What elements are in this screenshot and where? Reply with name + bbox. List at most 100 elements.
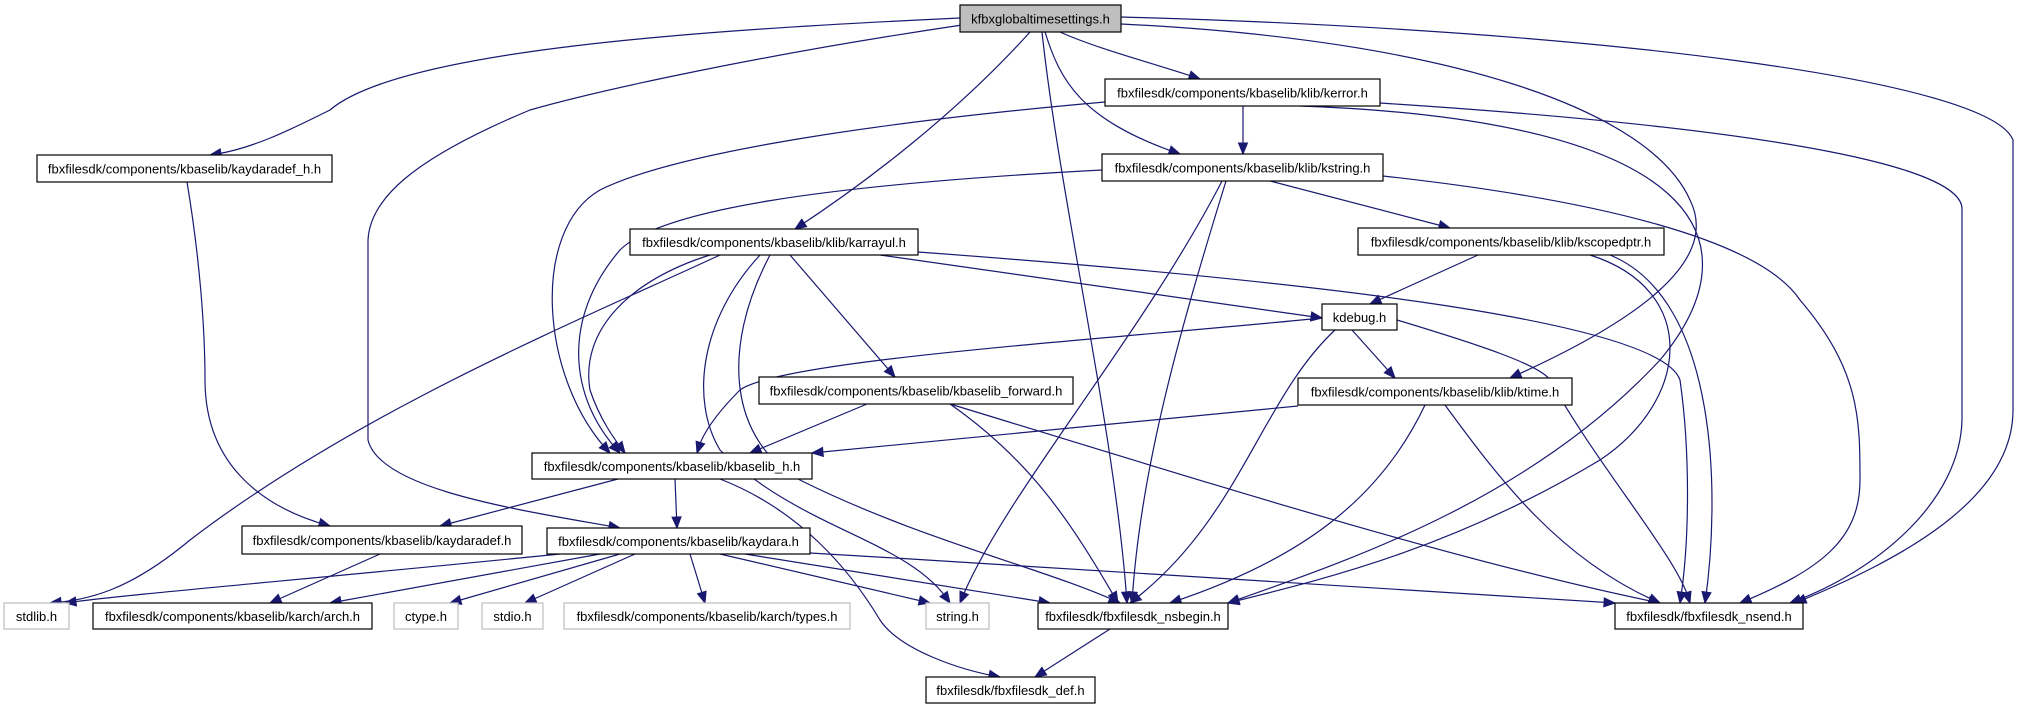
edge-ktime-to-kbaselib_h [810,405,1299,458]
edge-line [749,403,868,454]
node-kaydara[interactable]: fbxfilesdk/components/kbaselib/kaydara.h [546,527,811,555]
edge-kaydara-to-nsend [809,552,1617,608]
edge-line [186,181,331,527]
edge-line [789,254,896,378]
node-def[interactable]: fbxfilesdk/fbxfilesdk_def.h [925,676,1096,704]
node-box [393,602,459,630]
arrowhead-icon [1033,666,1048,678]
edge-line [209,17,961,156]
edge-line [1379,102,1963,604]
node-box [546,527,811,555]
node-ctype[interactable]: ctype.h [393,602,459,630]
node-box [563,602,851,630]
node-kscopedptr[interactable]: fbxfilesdk/components/kbaselib/klib/ksco… [1357,227,1665,256]
node-box [758,376,1074,405]
node-label: fbxfilesdk/components/kbaselib/kbaselib_… [544,459,801,474]
node-box [1614,602,1804,630]
edge-kaydara-to-nsbegin [744,553,1052,607]
edge-line [1609,254,1713,604]
arrowhead-icon [1167,145,1182,156]
edge-line [1129,329,1336,604]
edge-kstring-to-kbaselib_h [578,169,1103,454]
arrowhead-icon [695,440,706,455]
node-box [1101,153,1384,182]
node-kstring[interactable]: fbxfilesdk/components/kbaselib/klib/kstr… [1101,153,1384,182]
edge-line [551,101,1106,454]
edge-line [1059,31,1201,80]
edge-kscopedptr-to-kdebug [1368,254,1479,305]
edge-kbaselib_h-to-kaydaradef [438,478,619,529]
edge-kaydara-to-ctype [448,553,621,605]
node-karrayul[interactable]: fbxfilesdk/components/kbaselib/klib/karr… [629,228,919,256]
node-box [1037,602,1229,630]
edge-kaydara-to-arch [328,553,601,607]
arrowhead-icon [613,440,626,455]
node-box [925,676,1096,704]
node-types[interactable]: fbxfilesdk/components/kbaselib/karch/typ… [563,602,851,630]
node-label: ctype.h [405,609,447,624]
node-label: fbxfilesdk/components/kbaselib/klib/ktim… [1311,385,1560,400]
arrowhead-icon [939,590,951,605]
arrowhead-icon [523,593,538,604]
edge-line [588,254,711,454]
arrowhead-icon [1107,590,1119,605]
node-kbaselib_h[interactable]: fbxfilesdk/components/kbaselib/kbaselib_… [531,452,813,480]
edge-line [367,24,963,529]
edge-line [809,552,1616,604]
arrowhead-icon [1383,365,1396,379]
arrowhead-icon [883,364,896,379]
edge-line [744,553,1051,604]
edge-kaydara-to-stdlib [63,553,561,607]
node-box [959,4,1122,33]
node-nsbegin[interactable]: fbxfilesdk/fbxfilesdk_nsbegin.h [1037,602,1229,630]
edge-line [959,180,1223,604]
edge-line [1169,404,1426,604]
arrowhead-icon [793,218,808,230]
edge-karrayul-to-kdebug [879,254,1324,322]
edge-line [1044,31,1181,155]
edge-root-to-ktime [1120,23,1697,379]
node-label: fbxfilesdk/components/kbaselib/kaydarade… [253,533,512,548]
edge-kbaselib_forward-to-kbaselib_h [748,403,868,454]
edge-kerror-to-kbaselib_h [551,101,1106,454]
node-kbaselib_forward[interactable]: fbxfilesdk/components/kbaselib/kbaselib_… [758,376,1074,405]
node-label: fbxfilesdk/fbxfilesdk_nsend.h [1626,609,1791,624]
node-stdio[interactable]: stdio.h [481,602,544,630]
node-ktime[interactable]: fbxfilesdk/components/kbaselib/klib/ktim… [1297,377,1573,406]
node-kaydaradef[interactable]: fbxfilesdk/components/kbaselib/kaydarade… [241,525,523,555]
node-box [36,154,333,183]
node-kaydaradef_h[interactable]: fbxfilesdk/components/kbaselib/kaydarade… [36,154,333,183]
node-label: stdio.h [493,609,531,624]
node-kerror[interactable]: fbxfilesdk/components/kbaselib/klib/kerr… [1104,78,1381,107]
node-label: kfbxglobaltimesettings.h [971,12,1110,27]
edge-ktime-to-nsend [1444,404,1662,604]
node-root[interactable]: kfbxglobaltimesettings.h [959,4,1122,33]
edge-line [794,31,1031,230]
node-arch[interactable]: fbxfilesdk/components/kbaselib/karch/arc… [92,602,373,630]
edge-line [1382,175,1861,604]
edge-kbaselib_forward-to-nsbegin [949,403,1119,605]
edge-karrayul-to-kbaselib_forward [789,254,896,379]
edge-line [578,169,1103,454]
arrowhead-icon [696,590,707,605]
node-box [1321,303,1398,331]
arrowhead-icon [1309,311,1324,322]
edge-line [917,251,1689,604]
node-nsend[interactable]: fbxfilesdk/fbxfilesdk_nsend.h [1614,602,1804,630]
edge-line [1444,404,1661,604]
edge-line [49,254,721,604]
edge-line [1120,16,2014,604]
node-string[interactable]: string.h [925,602,990,630]
edge-karrayul-to-kbaselib_h [588,254,711,455]
edge-line [696,317,1323,454]
node-box [531,452,813,480]
edge-kdebug-to-kbaselib_h [695,317,1323,455]
arrowhead-icon [1508,368,1523,379]
edge-line [1227,254,1671,604]
edge-root-to-karrayul [793,31,1031,230]
node-kdebug[interactable]: kdebug.h [1321,303,1398,331]
node-label: fbxfilesdk/components/kbaselib/karch/arc… [105,609,360,624]
node-box [241,525,523,555]
arrowhead-icon [1701,590,1712,605]
node-stdlib[interactable]: stdlib.h [3,602,70,630]
